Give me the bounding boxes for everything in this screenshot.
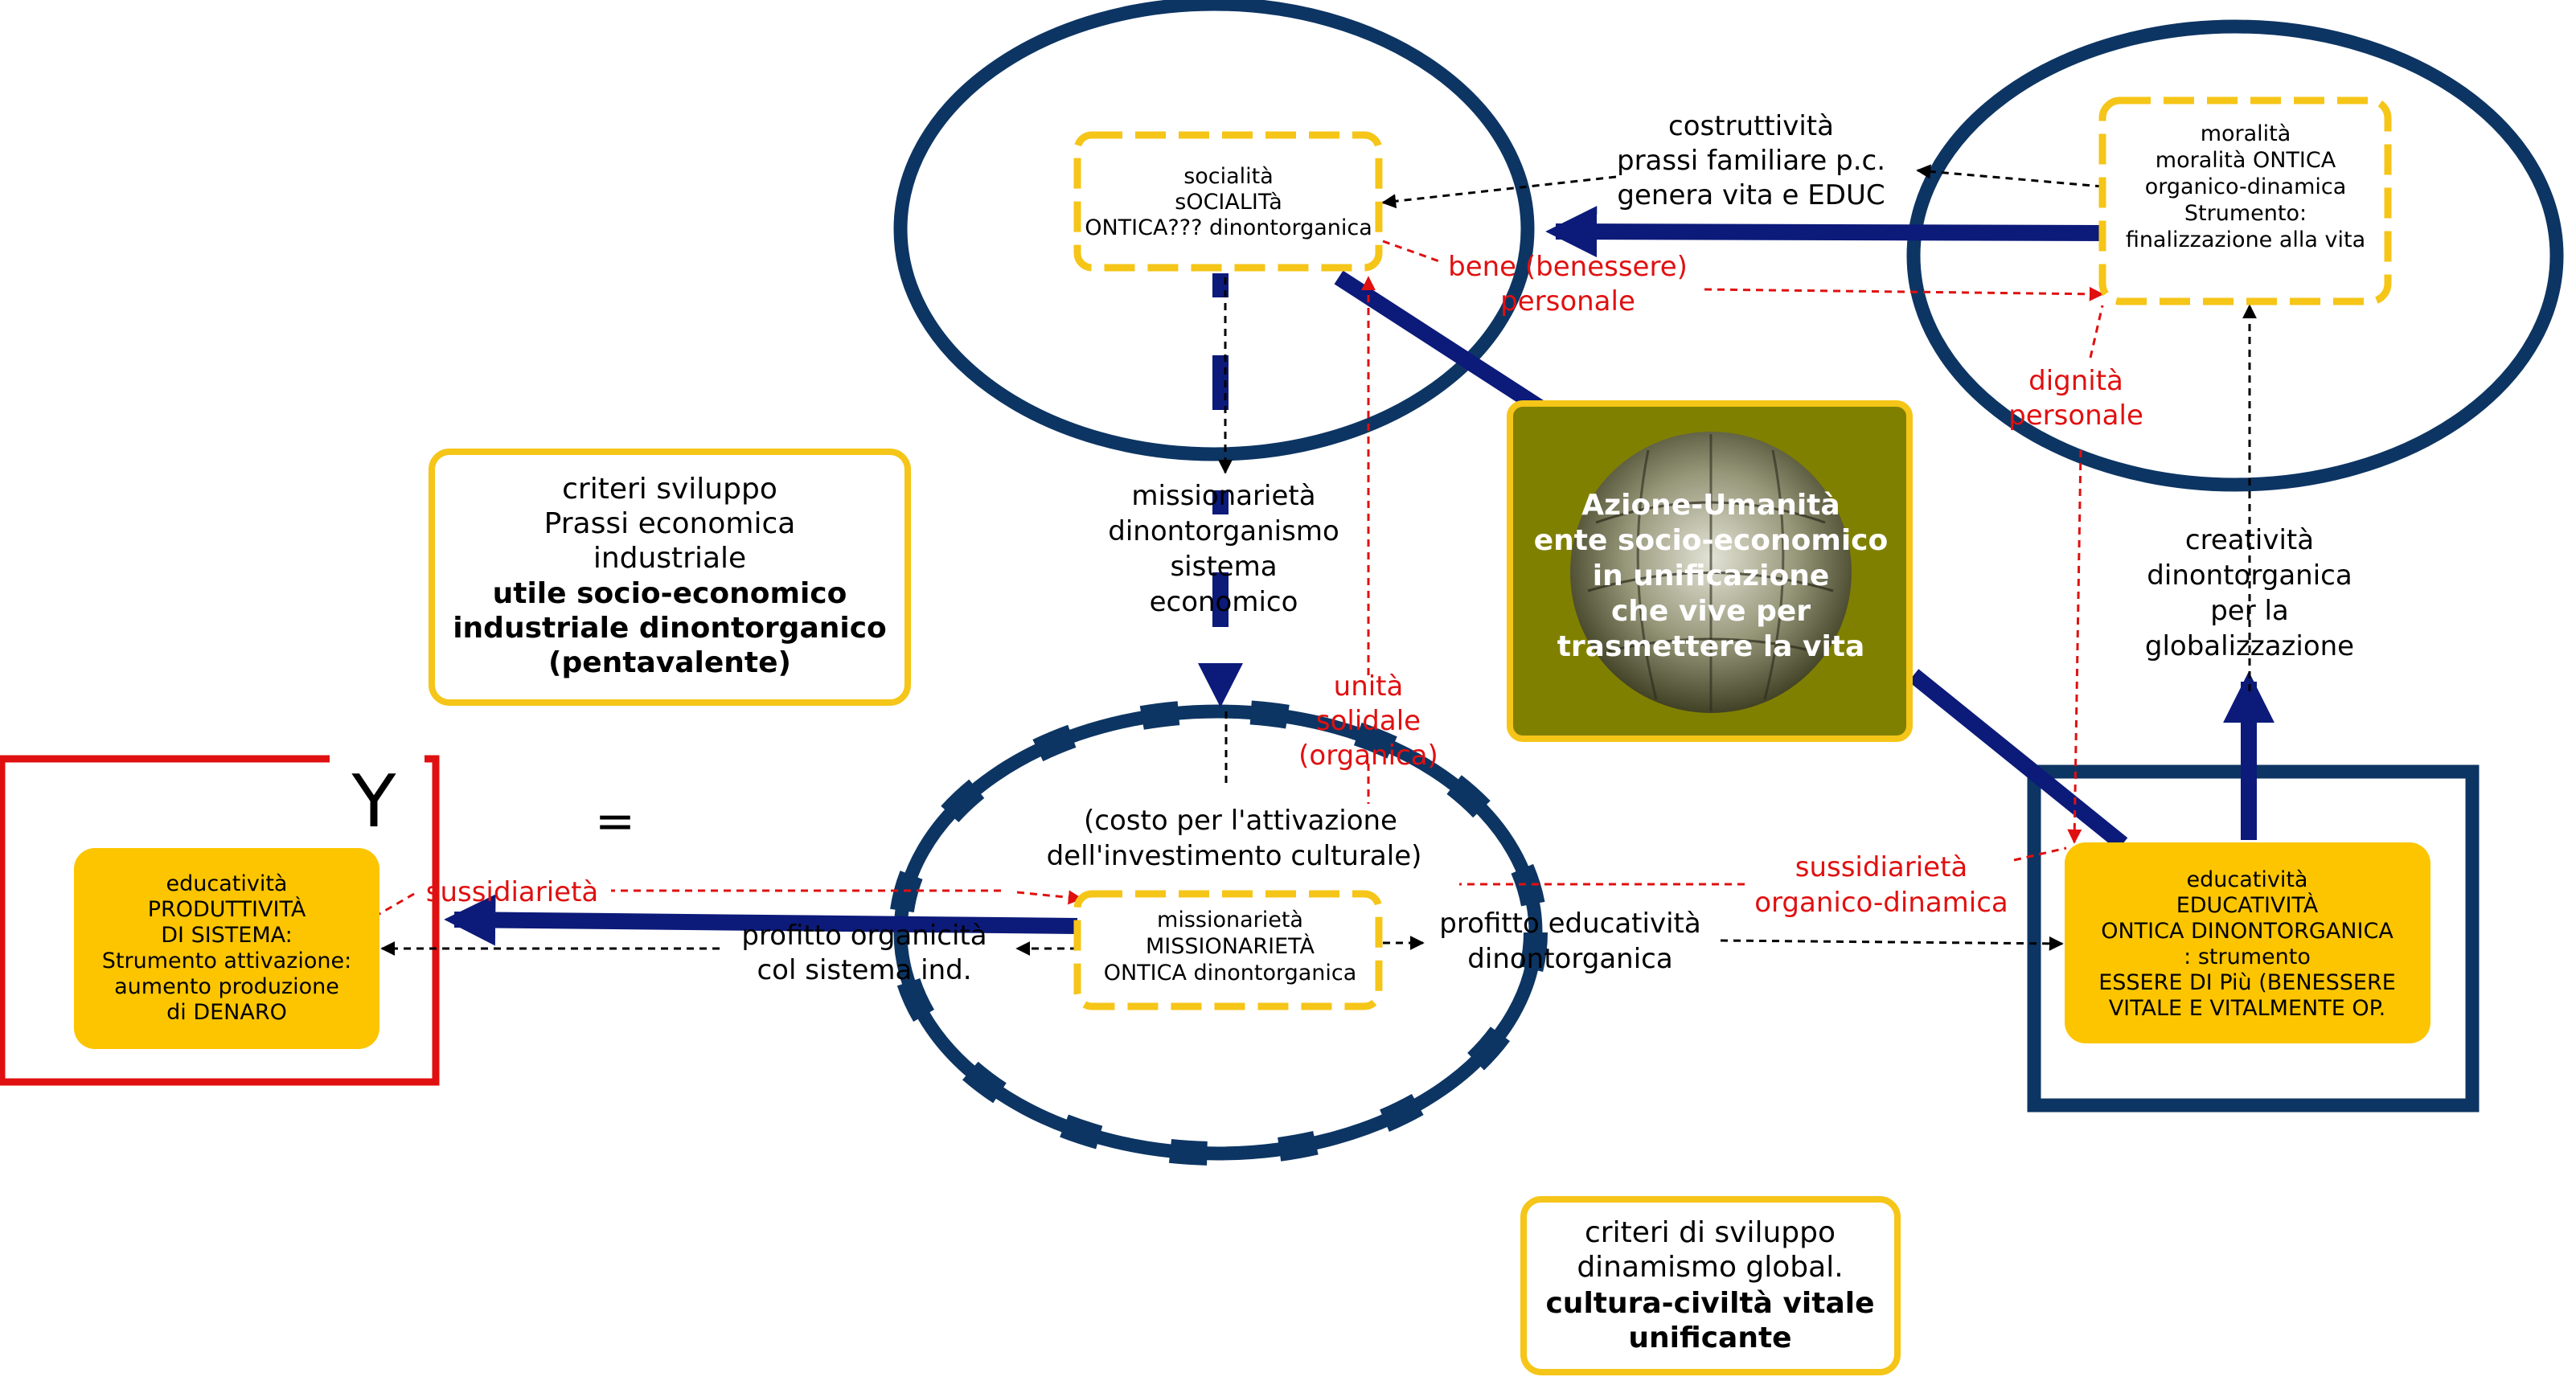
label-missionarieta-sistema-4: economico bbox=[1150, 586, 1298, 618]
criteria-box-bottom bbox=[1520, 1196, 1901, 1375]
label-profitto-organicita-1: profitto organicità bbox=[741, 920, 987, 952]
red-dignita-up bbox=[2089, 305, 2104, 359]
label-creativita-2: dinontorganica bbox=[2147, 559, 2352, 592]
red-dignita-down bbox=[2067, 449, 2082, 844]
center-line-5: trasmettere la vita bbox=[1557, 630, 1865, 663]
label-missionarieta-sistema-1: missionarietà bbox=[1131, 480, 1315, 512]
blue-arrow-to-left bbox=[444, 894, 1078, 946]
arrow-profitto-educ bbox=[1720, 936, 2064, 951]
label-creativita-4: globalizzazione bbox=[2145, 630, 2354, 662]
node-educ-left-line-3: DI SISTEMA: bbox=[161, 923, 293, 948]
node-moralita-line-4: Strumento: bbox=[2184, 201, 2307, 226]
node-educ-right-line-2: EDUCATIVITÀ bbox=[2176, 892, 2319, 918]
criteria-bottom-bold-2: unificante bbox=[1628, 1322, 1791, 1354]
node-educ-right-line-1: educatività bbox=[2187, 867, 2308, 892]
blue-link-center-educ bbox=[1908, 669, 2128, 850]
center-line-1: Azione-Umanità bbox=[1581, 489, 1840, 522]
label-profitto-organicita-2: col sistema ind. bbox=[757, 954, 971, 986]
label-costruttivita-2: prassi familiare p.c. bbox=[1617, 145, 1885, 177]
label-missionarieta-sistema-2: dinontorganismo bbox=[1108, 515, 1339, 547]
red-socialita-bene bbox=[1382, 240, 1440, 263]
node-moralita-line-1: moralità bbox=[2201, 121, 2291, 146]
label-bene-1: bene (benessere) bbox=[1448, 251, 1688, 283]
label-sussid-right-1: sussidiarietà bbox=[1795, 851, 1968, 883]
label-creativita-3: per la bbox=[2210, 595, 2289, 627]
label-equals: = bbox=[595, 793, 635, 850]
blue-arrowhead-down bbox=[1198, 663, 1243, 707]
label-dignita-1: dignità bbox=[2028, 365, 2123, 397]
label-creativita-1: creatività bbox=[2185, 524, 2314, 556]
node-educ-right-line-6: VITALE E VITALMENTE OP. bbox=[2109, 996, 2386, 1021]
node-educ-left-line-4: Strumento attivazione: bbox=[102, 949, 351, 973]
criteria-top-bold-3: (pentavalente) bbox=[548, 646, 791, 679]
node-educ-right-line-4: : strumento bbox=[2184, 945, 2311, 969]
label-costruttivita-3: genera vita e EDUC bbox=[1617, 179, 1885, 211]
criteria-bottom-bold-1: cultura-civiltà vitale bbox=[1545, 1287, 1874, 1320]
node-socialita bbox=[1073, 131, 1383, 272]
node-educ-right-line-5: ESSERE DI Più (BENESSERE bbox=[2098, 970, 2396, 995]
center-line-2: ente socio-economico bbox=[1534, 524, 1889, 557]
red-sussid-right-end bbox=[2013, 846, 2067, 862]
criteria-top-line-2: Prassi economica bbox=[544, 507, 796, 540]
node-educ-left-line-2: PRODUTTIVITÀ bbox=[148, 896, 306, 922]
center-line-4: che vive per bbox=[1611, 595, 1811, 628]
node-educ-left-line-1: educatività bbox=[166, 871, 288, 896]
frame-educativita-left bbox=[0, 755, 440, 1086]
criteria-bottom-line-2: dinamismo global. bbox=[1577, 1251, 1843, 1284]
label-bene-2: personale bbox=[1500, 285, 1635, 318]
label-unita-2: solidale bbox=[1316, 705, 1421, 737]
label-y: Y bbox=[351, 760, 397, 844]
label-costo-1: (costo per l'attivazione bbox=[1084, 805, 1397, 837]
label-sussid-left: sussidiarietà bbox=[426, 876, 599, 908]
label-profitto-educ-2: dinontorganica bbox=[1467, 943, 1672, 975]
arrow-costruttivita-socialita bbox=[1381, 175, 1617, 209]
criteria-box-top bbox=[429, 449, 911, 706]
node-missionarieta bbox=[1073, 890, 1383, 1010]
label-missionarieta-sistema-3: sistema bbox=[1170, 551, 1277, 583]
node-moralita-line-2: moralità ONTICA bbox=[2156, 148, 2336, 173]
label-dignita-2: personale bbox=[2008, 400, 2143, 432]
node-missionarieta-line-2: MISSIONARIETÀ bbox=[1146, 933, 1315, 959]
node-missionarieta-line-1: missionarietà bbox=[1157, 908, 1303, 932]
criteria-top-bold-1: utile socio-economico bbox=[493, 577, 847, 610]
node-moralita-line-5: finalizzazione alla vita bbox=[2126, 227, 2365, 252]
node-socialita-line-2: sOCIALITà bbox=[1175, 190, 1282, 215]
blue-arrow-to-socialita bbox=[1545, 206, 2107, 258]
red-sussid-mid bbox=[1016, 890, 1083, 905]
node-socialita-line-3: ONTICA??? dinontorganica bbox=[1085, 215, 1372, 240]
criteria-top-bold-2: industriale dinontorganico bbox=[453, 612, 887, 645]
node-moralita bbox=[2098, 96, 2392, 305]
criteria-bottom-line-1: criteri di sviluppo bbox=[1585, 1216, 1836, 1249]
blue-link-socialita-center bbox=[1334, 270, 1548, 417]
node-educativita-right bbox=[2065, 842, 2430, 1043]
criteria-top-line-1: criteri sviluppo bbox=[562, 473, 777, 506]
label-costo-2: dell'investimento culturale) bbox=[1047, 840, 1422, 872]
criteria-top-line-3: industriale bbox=[593, 542, 746, 575]
ellipse-moralita bbox=[1906, 19, 2564, 492]
arrow-moralita-costruttivita bbox=[1916, 164, 2103, 188]
label-unita-1: unità bbox=[1334, 670, 1404, 703]
ellipse-missionarieta-dash bbox=[888, 699, 1548, 1166]
node-educ-right-line-3: ONTICA DINONTORGANICA bbox=[2101, 919, 2393, 944]
label-sussid-right-2: organico-dinamica bbox=[1754, 887, 2008, 919]
center-line-3: in unificazione bbox=[1593, 559, 1830, 592]
node-moralita-line-3: organico-dinamica bbox=[2145, 174, 2347, 199]
node-socialita-line-1: socialità bbox=[1183, 164, 1274, 189]
red-bene-moralita bbox=[1704, 286, 2104, 301]
ellipse-socialita bbox=[893, 0, 1535, 461]
globe-illustration bbox=[1570, 432, 1852, 713]
label-costruttivita-1: costruttività bbox=[1668, 110, 1834, 142]
node-missionarieta-line-3: ONTICA dinontorganica bbox=[1104, 961, 1357, 986]
node-educativita-left bbox=[74, 848, 379, 1049]
node-educ-left-line-5: aumento produzione bbox=[114, 974, 339, 999]
label-profitto-educ-1: profitto educatività bbox=[1439, 908, 1700, 940]
red-sussid-leftmost bbox=[377, 892, 415, 916]
node-educ-left-line-6: di DENARO bbox=[166, 1000, 287, 1025]
label-unita-3: (organica) bbox=[1298, 740, 1438, 772]
